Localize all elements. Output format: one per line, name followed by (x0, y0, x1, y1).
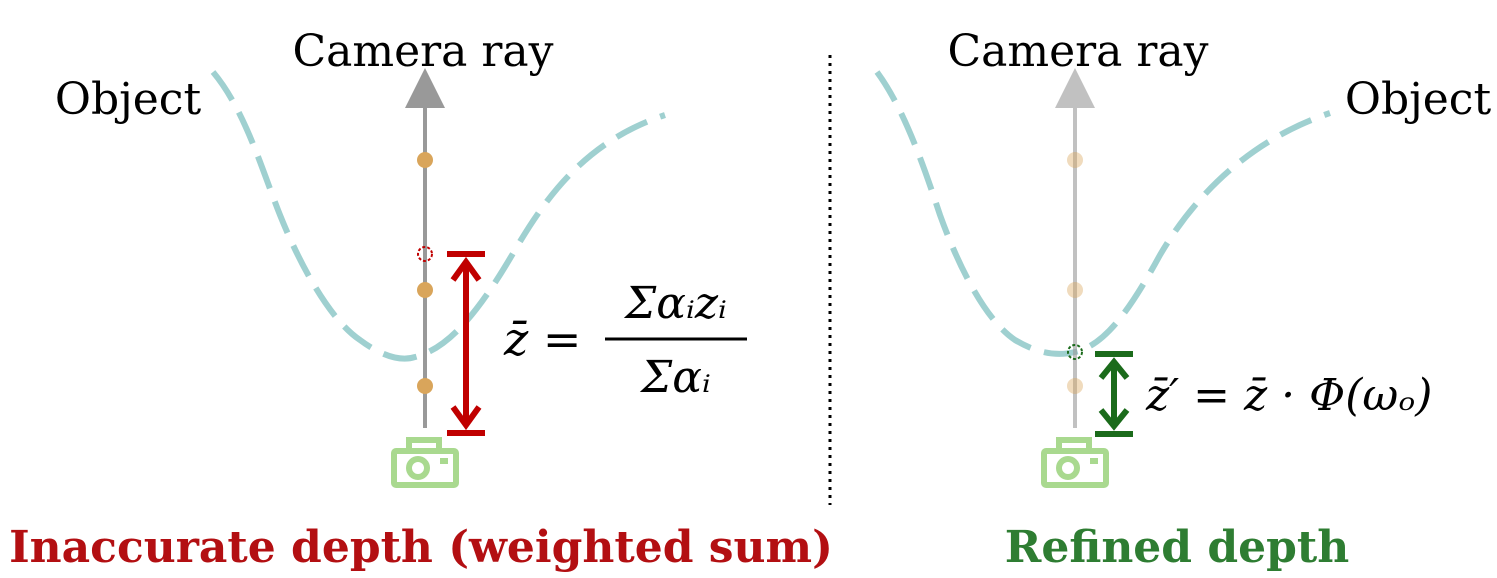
right-double-arrow-icon (1095, 351, 1133, 437)
right-sample-point (1067, 282, 1083, 298)
left-object-curve (210, 70, 666, 362)
left-caption: Inaccurate depth (weighted sum) (9, 522, 833, 573)
left-panel: Camera ray Object z̄ = Σαᵢzᵢ Σαᵢ (9, 26, 833, 573)
left-sample-point (417, 282, 433, 298)
left-sample-point (417, 152, 433, 168)
right-sample-point (1067, 152, 1083, 168)
left-object-label: Object (55, 74, 202, 125)
right-panel: Camera ray Object z̄′ = z̄ · Φ(ωₒ) Ref (874, 26, 1492, 573)
left-camera-icon (391, 437, 459, 488)
right-refined-depth-point (1067, 344, 1083, 360)
right-camera-icon (1041, 437, 1109, 488)
right-object-label: Object (1345, 74, 1492, 125)
left-formula-numerator: Σαᵢzᵢ (623, 278, 727, 329)
left-estimated-depth-point (417, 246, 433, 262)
left-double-arrow-icon (447, 251, 485, 436)
left-formula-lhs: z̄ = (503, 312, 581, 366)
right-ray-label: Camera ray (947, 26, 1208, 77)
left-sample-point (417, 378, 433, 394)
left-ray-label: Camera ray (292, 26, 553, 77)
right-object-curve (874, 70, 1331, 357)
left-formula-denominator: Σαᵢ (639, 352, 711, 403)
right-caption: Refined depth (1005, 522, 1349, 573)
right-sample-point (1067, 378, 1083, 394)
right-formula: z̄′ = z̄ · Φ(ωₒ) (1145, 370, 1432, 421)
